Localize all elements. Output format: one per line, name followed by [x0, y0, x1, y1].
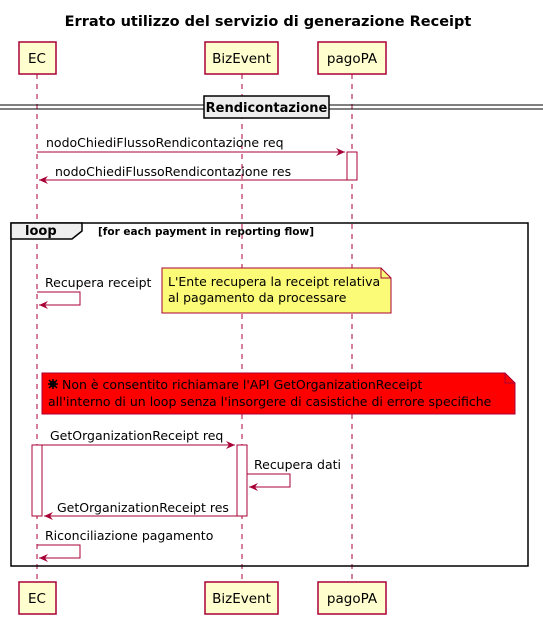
message-m4: GetOrganizationReceipt req: [50, 428, 223, 443]
loop-condition: [for each payment in reporting flow]: [98, 226, 314, 238]
note-info: L'Ente recupera la receipt relativa al p…: [161, 267, 392, 314]
arrow-m7: [37, 544, 81, 562]
diagram-title: Errato utilizzo del servizio di generazi…: [65, 14, 472, 30]
activation-ec: [31, 444, 43, 517]
arrow-m3: [37, 291, 81, 309]
participant-bizevent-bottom: BizEvent: [204, 581, 279, 615]
participant-pagopa-top: pagoPA: [317, 41, 387, 75]
message-m1: nodoChiediFlussoRendicontazione req: [46, 135, 284, 150]
participant-pagopa-bottom: pagoPA: [317, 581, 387, 615]
separator-label: Rendicontazione: [206, 101, 328, 116]
message-m6: GetOrganizationReceipt res: [57, 500, 229, 515]
participant-bizevent-top: BizEvent: [204, 41, 279, 75]
loop-frame: loop [for each payment in reporting flow…: [10, 222, 529, 567]
participant-ec-label: EC: [28, 51, 46, 67]
participant-pagopa-label: pagoPA: [327, 51, 378, 67]
activation-bizevent: [236, 444, 248, 517]
participant-bizevent-label: BizEvent: [212, 51, 271, 67]
note-warning-line1: Non è consentito richiamare l'API GetOrg…: [62, 377, 423, 392]
message-m3: Recupera receipt: [45, 275, 152, 290]
arrow-m5: [247, 473, 291, 491]
note-warning-line2: all'interno di un loop senza l'insorgere…: [48, 394, 492, 409]
participant-ec-label-bottom: EC: [28, 591, 46, 607]
message-m2: nodoChiediFlussoRendicontazione res: [55, 164, 291, 179]
warning-icon: [48, 379, 58, 389]
activation-pagopa: [346, 151, 358, 181]
note-warning: Non è consentito richiamare l'API GetOrg…: [41, 372, 516, 415]
separator-rendicontazione: Rendicontazione: [0, 95, 543, 119]
participant-ec-top: EC: [18, 41, 57, 75]
message-m5: Recupera dati: [254, 457, 341, 472]
note-info-line1: L'Ente recupera la receipt relativa: [168, 274, 380, 289]
participant-bizevent-label-bottom: BizEvent: [212, 591, 271, 607]
loop-keyword: loop: [25, 224, 57, 239]
participant-pagopa-label-bottom: pagoPA: [327, 591, 378, 607]
participant-ec-bottom: EC: [18, 581, 57, 615]
message-m7: Riconciliazione pagamento: [45, 528, 213, 543]
note-info-line2: al pagamento da processare: [168, 290, 347, 305]
